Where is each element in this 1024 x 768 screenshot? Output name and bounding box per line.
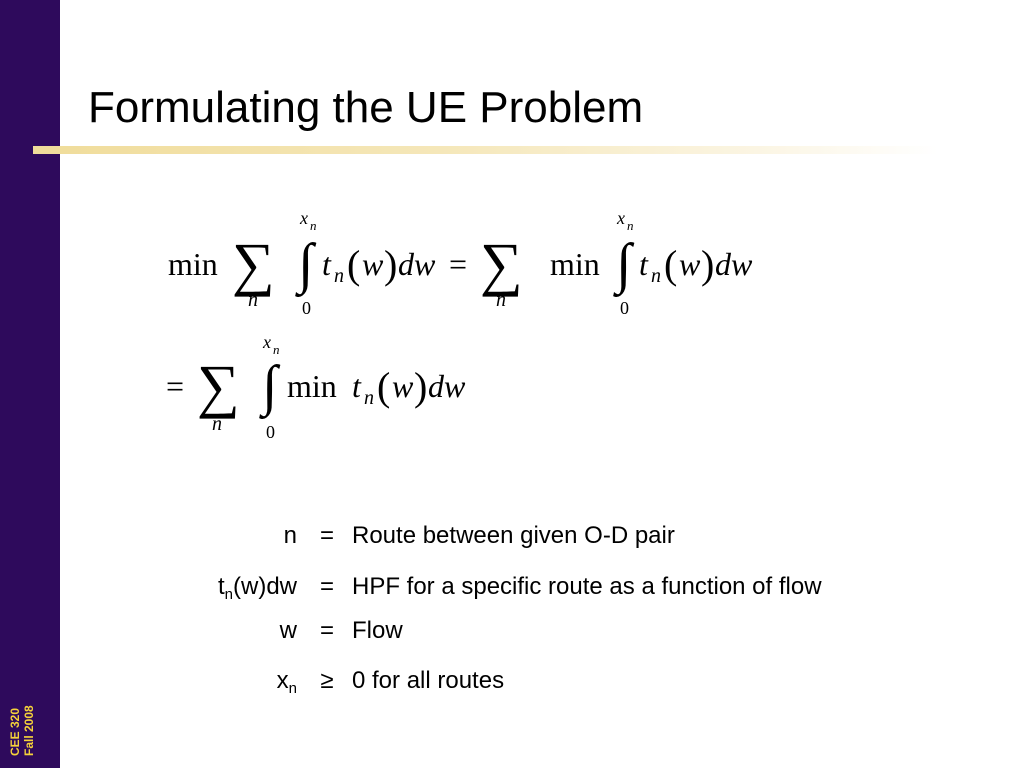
integrand-dw: dw — [428, 368, 466, 404]
min-operator: min — [550, 246, 600, 282]
right-paren: ) — [701, 242, 714, 287]
sum-index: n — [248, 289, 258, 311]
integral-lower-limit: 0 — [266, 422, 275, 442]
definition-term: w — [279, 617, 297, 644]
sum-index: n — [496, 289, 506, 311]
title-underline — [33, 146, 938, 154]
definition-operator: = — [319, 617, 334, 644]
integral-upper-limit: x — [299, 208, 308, 228]
integral-upper-limit-sub: n — [310, 218, 317, 233]
right-paren: ) — [414, 364, 427, 409]
equals-sign: = — [449, 246, 467, 282]
integral-symbol: ∫ — [259, 355, 281, 420]
equation-1: min ∑ n ∫ x n 0 t n ( w ) dw = ∑ n min ∫… — [168, 208, 753, 318]
definition-operator: = — [319, 573, 334, 600]
integral-symbol: ∫ — [295, 233, 317, 298]
definition-description: HPF for a specific route as a function o… — [352, 573, 822, 600]
definition-term: xn — [276, 667, 297, 697]
integrand-t: t — [639, 246, 649, 282]
min-operator: min — [168, 246, 218, 282]
definition-row: n = Route between given O-D pair — [0, 522, 1024, 552]
integral-lower-limit: 0 — [620, 298, 629, 318]
min-operator: min — [287, 368, 337, 404]
integrand-w: w — [679, 246, 701, 282]
integral-upper-limit-sub: n — [627, 218, 634, 233]
integrand-dw: dw — [398, 246, 436, 282]
equals-sign: = — [166, 368, 184, 404]
left-paren: ( — [377, 364, 390, 409]
integrand-dw: dw — [715, 246, 753, 282]
integral-symbol: ∫ — [613, 233, 635, 298]
sum-symbol: ∑ — [480, 231, 523, 297]
definition-term: n — [283, 522, 297, 549]
integrand-t-sub: n — [651, 265, 661, 287]
integrand-t: t — [322, 246, 332, 282]
definition-row: w = Flow — [0, 617, 1024, 647]
definition-term: tn(w)dw — [217, 573, 297, 603]
integrand-t: t — [352, 368, 362, 404]
sum-symbol: ∑ — [232, 231, 275, 297]
definition-description: Route between given O-D pair — [352, 522, 675, 549]
integrand-t-sub: n — [334, 265, 344, 287]
equation-2: = ∑ n ∫ x n 0 min t n ( w ) dw — [166, 332, 466, 442]
definition-row: tn(w)dw = HPF for a specific route as a … — [0, 573, 1024, 603]
definition-description: Flow — [352, 617, 403, 644]
left-paren: ( — [347, 242, 360, 287]
definition-description: 0 for all routes — [352, 667, 505, 694]
definition-operator: = — [319, 522, 334, 549]
integrand-t-sub: n — [364, 387, 374, 409]
sum-symbol: ∑ — [197, 353, 240, 419]
right-paren: ) — [384, 242, 397, 287]
integral-upper-limit: x — [616, 208, 625, 228]
left-paren: ( — [664, 242, 677, 287]
page-title: Formulating the UE Problem — [88, 83, 644, 132]
definition-row: xn ≥ 0 for all routes — [0, 667, 1024, 697]
integrand-w: w — [362, 246, 384, 282]
definition-operator: ≥ — [320, 667, 334, 694]
integral-upper-limit-sub: n — [273, 342, 280, 357]
integrand-w: w — [392, 368, 414, 404]
sum-index: n — [212, 413, 222, 435]
integral-lower-limit: 0 — [302, 298, 311, 318]
sidebar: CEE 320 Fall 2008 — [0, 0, 60, 768]
integral-upper-limit: x — [262, 332, 271, 352]
